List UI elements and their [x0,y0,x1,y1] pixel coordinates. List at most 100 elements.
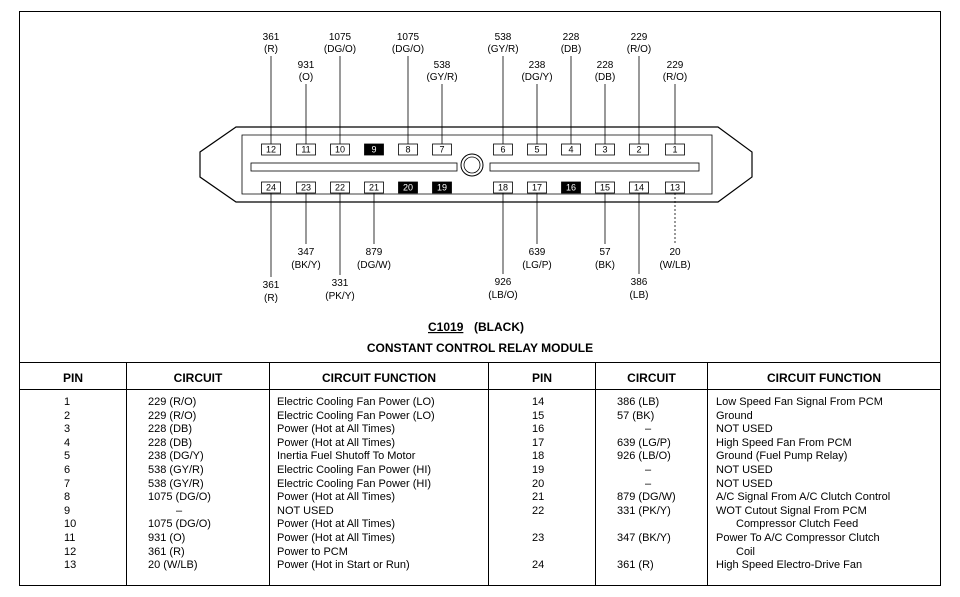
left-row-circuit-12: 20 (W/LB) [148,559,198,572]
wire-color-10: (DG/O) [324,44,356,55]
wire-circuit-13: 20 [669,247,681,258]
wire-circuit-8: 1075 [397,32,420,43]
connector-inner-outline [241,134,713,195]
wire-circuit-6: 538 [495,32,512,43]
right-row-function-11: Coil [736,545,755,558]
latch-bar-right [489,162,700,172]
pin-number-12: 12 [266,145,276,155]
connector-title: CONSTANT CONTROL RELAY MODULE [367,341,593,355]
pin-cavity-10: 10 [330,143,350,156]
connector-center-key-inner [463,156,481,174]
right-row-function-1: Ground [716,409,753,422]
left-circuit-column: 229 (R/O)229 (R/O)228 (DB)228 (DB)238 (D… [148,396,211,573]
pin-number-4: 4 [568,145,573,155]
connector-color-note: (BLACK) [474,320,524,334]
right-row-circuit-6: – [645,477,652,490]
right-row-function-2: NOT USED [716,423,773,436]
pin-number-3: 3 [602,145,607,155]
right-row-pin-9 [532,518,544,532]
left-row-function-8: NOT USED [277,504,334,517]
pin-cavity-1: 1 [665,143,685,156]
left-row-pin-9: 10 [64,518,77,531]
pin-cavity-24: 24 [261,181,281,194]
pin-number-20: 20 [403,183,413,193]
wire-circuit-3: 228 [597,60,614,71]
right-row-function-5: NOT USED [716,463,773,476]
right-row-pin-10: 23 [532,531,545,544]
header-function-left: CIRCUIT FUNCTION [322,371,436,385]
left-row-pin-4: 5 [64,450,71,463]
right-row-pin-1: 15 [532,409,545,422]
wire-circuit-12: 361 [263,32,280,43]
right-row-circuit-7: 879 (DG/W) [617,491,676,504]
wire-color-18: (LB/O) [488,290,517,301]
left-row-function-11: Power to PCM [277,545,348,558]
wire-circuit-2: 229 [631,32,648,43]
right-row-circuit-9 [617,518,676,532]
wire-color-2: (R/O) [627,44,651,55]
wire-color-13: (W/LB) [659,260,690,271]
right-row-circuit-8: 331 (PK/Y) [617,504,671,517]
right-row-function-8: WOT Cutout Signal From PCM [716,504,867,517]
left-row-function-4: Inertia Fuel Shutoff To Motor [277,450,416,463]
right-row-pin-7: 21 [532,491,545,504]
left-row-circuit-5: 538 (GY/R) [148,463,204,476]
wire-color-23: (BK/Y) [291,260,320,271]
wire-circuit-15: 57 [599,247,611,258]
left-row-function-12: Power (Hot in Start or Run) [277,559,410,572]
wire-circuit-22: 331 [332,278,349,289]
wire-circuit-21: 879 [366,247,383,258]
right-row-circuit-0: 386 (LB) [617,396,660,408]
pin-number-16: 16 [566,183,576,193]
right-row-function-10: Power To A/C Compressor Clutch [716,531,880,544]
wire-color-12: (R) [264,44,278,55]
pin-number-8: 8 [405,145,410,155]
right-row-circuit-11 [617,546,676,560]
right-row-function-0: Low Speed Fan Signal From PCM [716,396,883,408]
wire-color-1: (R/O) [663,72,687,83]
wire-color-5: (DG/Y) [521,72,552,83]
left-row-pin-3: 4 [64,436,71,449]
left-row-function-7: Power (Hot at All Times) [277,491,395,504]
pin-cavity-9: 9 [364,143,384,156]
pin-cavity-8: 8 [398,143,418,156]
right-row-pin-8: 22 [532,504,545,517]
right-circuit-column: 386 (LB)57 (BK)–639 (LG/P)926 (LB/O)––87… [617,396,676,573]
wire-circuit-1: 229 [667,60,684,71]
wire-color-8: (DG/O) [392,44,424,55]
wire-color-17: (LG/P) [522,260,551,271]
right-row-pin-0: 14 [532,396,545,408]
pin-box-9 [364,143,384,156]
pin-cavity-2: 2 [629,143,649,156]
left-function-column: Electric Cooling Fan Power (LO)Electric … [277,396,435,573]
right-row-function-7: A/C Signal From A/C Clutch Control [716,491,891,504]
right-row-circuit-5: – [645,463,652,476]
wire-labels: 361(R)931(O)1075(DG/O)1075(DG/O)538(GY/R… [263,32,691,304]
latch-bar-left [250,162,458,172]
right-row-function-12: High Speed Electro-Drive Fan [716,559,863,572]
right-row-pin-11 [532,546,544,560]
pin-cavity-17: 17 [527,181,547,194]
left-row-function-10: Power (Hot at All Times) [277,531,395,544]
right-row-circuit-2: – [645,423,652,436]
right-row-pin-3: 17 [532,436,545,449]
pin-cavity-7: 7 [432,143,452,156]
wire-color-3: (DB) [595,72,616,83]
pin-number-21: 21 [369,183,379,193]
wire-circuit-4: 228 [563,32,580,43]
left-row-pin-8: 9 [64,504,71,517]
pin-number-2: 2 [636,145,641,155]
pin-number-18: 18 [498,183,508,193]
left-row-circuit-2: 228 (DB) [148,423,193,436]
wire-color-6: (GY/R) [487,44,518,55]
right-row-function-6: NOT USED [716,477,773,490]
wire-color-7: (GY/R) [426,72,457,83]
wire-color-14: (LB) [630,290,649,301]
left-row-pin-12: 13 [64,559,77,572]
left-row-pin-11: 12 [64,545,77,558]
